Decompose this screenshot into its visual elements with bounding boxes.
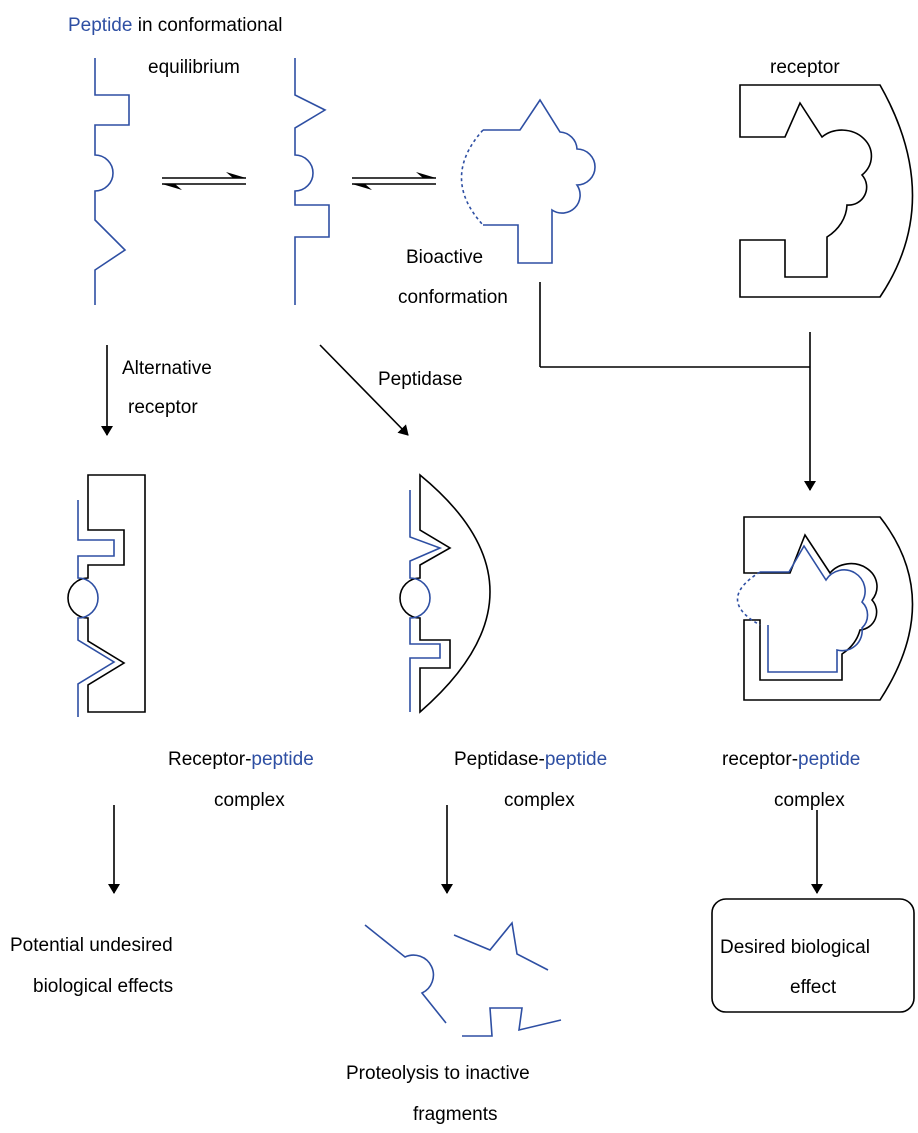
equilibrium-arrow-1	[162, 172, 246, 190]
undesired-effects-label-line2: biological effects	[33, 976, 173, 997]
desired-effect-label-line1: Desired biological	[720, 937, 870, 958]
receptor-label: receptor	[770, 57, 840, 78]
bioactive-label-line1: Bioactive	[406, 247, 483, 268]
bioactive-conformation-shape	[460, 98, 596, 264]
peptidase-complex-label-line2: complex	[504, 790, 575, 811]
proteolysis-label-line1: Proteolysis to inactive	[346, 1063, 530, 1084]
proteolysis-label-line2: fragments	[413, 1104, 497, 1125]
alternative-label-line2: receptor	[128, 397, 198, 418]
desired-effect-label-line2: effect	[790, 977, 837, 998]
desired-complex-label-line2: complex	[774, 790, 845, 811]
peptidase-label: Peptidase	[378, 369, 463, 390]
undesired-effects-label-line1: Potential undesired	[10, 935, 173, 956]
equilibrium-label: equilibrium	[148, 57, 240, 78]
receptor-shape	[739, 84, 914, 298]
peptide-conformer-2	[294, 58, 330, 305]
desired-effect-box	[711, 898, 915, 1013]
peptidase-complex	[399, 473, 491, 714]
peptide-fragments	[364, 921, 562, 1037]
receptor-complex-label-line2: complex	[214, 790, 285, 811]
title-label: Peptide in conformational	[68, 15, 282, 36]
binding-connector	[539, 282, 816, 491]
peptide-conformer-1	[94, 58, 130, 305]
bioactive-label-line2: conformation	[398, 287, 508, 308]
peptidase-arrow	[319, 344, 409, 436]
alternative-receptor-complex	[67, 474, 146, 717]
receptor-peptide-complex	[736, 516, 914, 701]
equilibrium-arrow-2	[352, 172, 436, 190]
peptidase-complex-label: Peptidase-peptide	[454, 749, 607, 770]
alternative-label-line1: Alternative	[122, 358, 212, 379]
receptor-complex-label: Receptor-peptide	[168, 749, 314, 770]
desired-complex-label: receptor-peptide	[722, 749, 860, 770]
